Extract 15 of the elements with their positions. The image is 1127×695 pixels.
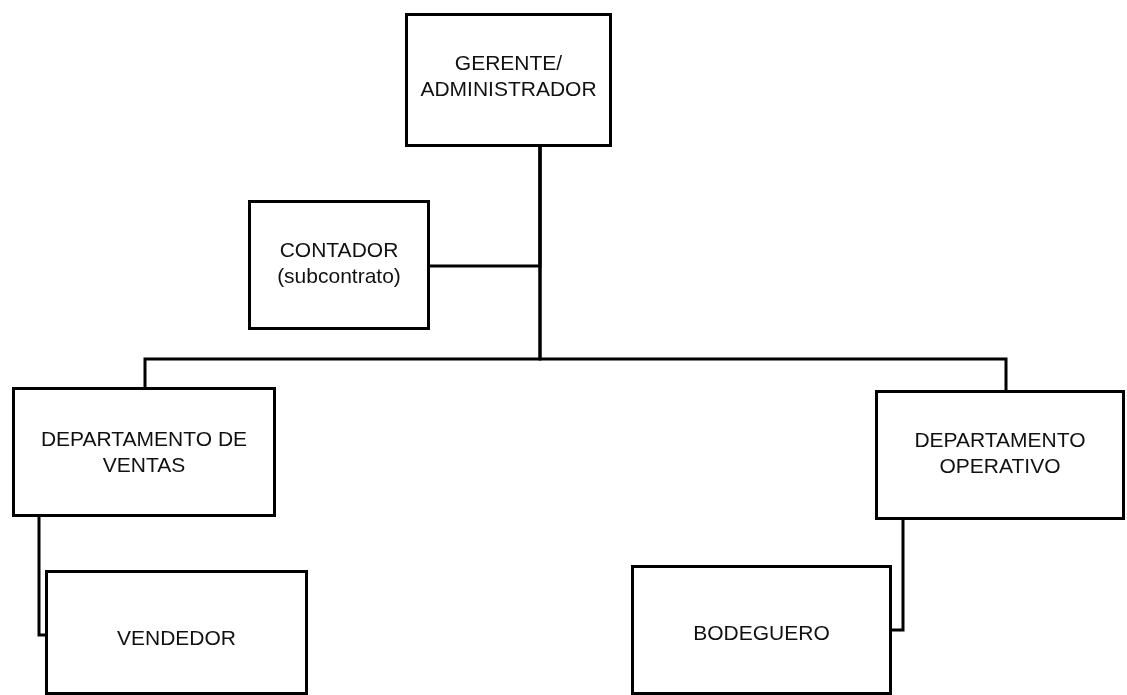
org-box (875, 390, 1125, 520)
connector-line (538, 147, 1008, 390)
org-box (631, 565, 892, 695)
org-box (45, 570, 308, 695)
role-label: DEPARTAMENTO OPERATIVO (913, 427, 1087, 480)
connector-line (892, 520, 905, 632)
org-box (405, 13, 612, 147)
role-label: VENDEDOR (117, 625, 236, 651)
org-box (248, 200, 430, 330)
connector-line (37, 517, 45, 637)
role-label: DEPARTAMENTO DE VENTAS (39, 426, 249, 479)
role-label: GERENTE/ ADMINISTRADOR (419, 50, 598, 103)
role-label: CONTADOR (subcontrato) (276, 237, 402, 290)
org-box (12, 387, 276, 517)
role-label: BODEGUERO (693, 620, 830, 646)
